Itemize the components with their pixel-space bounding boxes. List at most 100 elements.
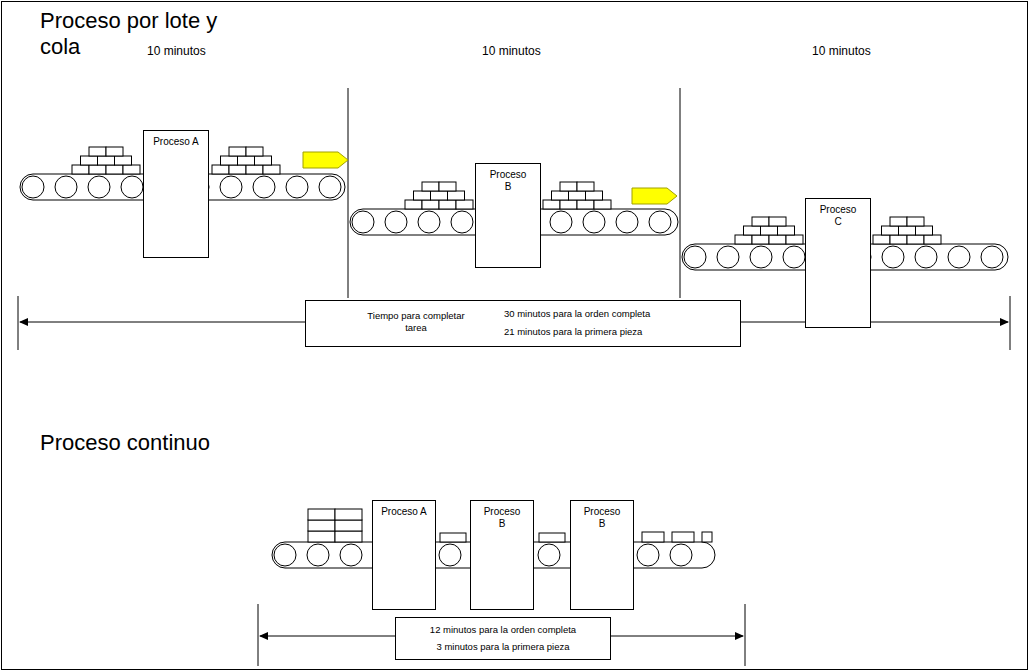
conveyor-roller: [538, 544, 560, 566]
process-box: Proceso B: [475, 163, 541, 268]
part-brick: [907, 217, 924, 226]
time-column: 30 minutos para la orden completa21 minu…: [504, 301, 650, 338]
part-brick: [422, 182, 439, 191]
part-brick: [255, 156, 272, 165]
part-brick: [761, 226, 778, 235]
part-brick: [89, 147, 106, 156]
part-brick: [752, 235, 769, 244]
process-box: Proceso A: [372, 500, 436, 610]
part-brick: [560, 182, 577, 191]
process-box: Proceso A: [143, 130, 209, 258]
part-brick: [246, 147, 263, 156]
part-brick: [769, 235, 786, 244]
conveyor-roller: [418, 211, 440, 233]
flow-arrow: [632, 188, 677, 204]
process-box: Proceso B: [470, 500, 534, 610]
process-box: Proceso B: [570, 500, 634, 610]
part-brick: [106, 147, 123, 156]
process-name: Proceso B: [579, 506, 625, 530]
conveyor-roller: [307, 544, 329, 566]
flow-arrow: [303, 152, 348, 168]
part-brick: [890, 217, 907, 226]
stage-duration: 10 minutos: [812, 44, 871, 58]
process-box: Proceso C: [805, 198, 871, 328]
conveyor-roller: [981, 246, 1003, 268]
stage-separator: [680, 88, 681, 298]
dimension-tick: [745, 604, 746, 666]
part-brick: [539, 533, 565, 542]
part-brick: [890, 235, 907, 244]
part-brick: [221, 156, 238, 165]
part-brick: [106, 165, 123, 174]
part-brick: [335, 509, 362, 520]
part-brick: [924, 235, 941, 244]
part-brick: [335, 531, 362, 542]
process-name: Proceso A: [381, 506, 427, 518]
part-brick: [405, 200, 422, 209]
part-brick: [882, 226, 899, 235]
part-brick: [907, 235, 924, 244]
part-brick: [569, 191, 586, 200]
conveyor-roller: [684, 246, 706, 268]
part-brick: [543, 200, 560, 209]
part-brick: [577, 182, 594, 191]
conveyor-roller: [882, 246, 904, 268]
conveyor-roller: [319, 176, 341, 198]
part-brick: [308, 509, 335, 520]
dimension-arrowhead: [259, 632, 268, 640]
part-brick: [786, 235, 803, 244]
part-brick: [440, 533, 466, 542]
conveyor-roller: [616, 211, 638, 233]
conveyor-roller: [352, 211, 374, 233]
part-brick: [448, 191, 465, 200]
part-brick: [916, 226, 933, 235]
part-brick: [594, 200, 611, 209]
part-brick: [702, 532, 712, 542]
time-value: 12 minutos para la orden completa: [430, 624, 576, 636]
time-box: 12 minutos para la orden completa3 minut…: [395, 617, 611, 660]
stage-separator: [348, 88, 349, 298]
time-caption: Tiempo para completar tarea: [364, 301, 468, 334]
part-brick: [72, 165, 89, 174]
dimension-arrowhead: [735, 632, 744, 640]
part-brick: [246, 165, 263, 174]
conveyor-roller: [948, 246, 970, 268]
process-name: Proceso B: [479, 506, 525, 530]
part-brick: [414, 191, 431, 200]
part-brick: [439, 200, 456, 209]
conveyor-roller: [583, 211, 605, 233]
stage-duration: 10 minutos: [482, 44, 541, 58]
part-brick: [744, 226, 761, 235]
conveyor-roller: [915, 246, 937, 268]
process-name: Proceso B: [485, 169, 531, 193]
conveyor-roller: [121, 176, 143, 198]
part-brick: [123, 165, 140, 174]
part-brick: [642, 532, 664, 542]
part-brick: [778, 226, 795, 235]
conveyor-roller: [88, 176, 110, 198]
section-heading: Proceso continuo: [40, 430, 340, 456]
part-brick: [431, 191, 448, 200]
part-brick: [81, 156, 98, 165]
conveyor-roller: [717, 246, 739, 268]
part-brick: [238, 156, 255, 165]
time-box: Tiempo para completar tarea 30 minutos pa…: [305, 300, 741, 347]
part-brick: [439, 182, 456, 191]
conveyor-roller: [637, 544, 659, 566]
conveyor-roller: [274, 544, 296, 566]
process-name: Proceso C: [815, 204, 861, 228]
part-brick: [899, 226, 916, 235]
conveyor-roller: [649, 211, 671, 233]
conveyor-roller: [783, 246, 805, 268]
part-brick: [212, 165, 229, 174]
conveyor-roller: [670, 544, 692, 566]
part-brick: [98, 156, 115, 165]
part-brick: [422, 200, 439, 209]
dimension-tick: [1010, 296, 1011, 350]
part-brick: [552, 191, 569, 200]
part-brick: [229, 147, 246, 156]
dimension-tick: [18, 296, 19, 350]
conveyor-roller: [340, 544, 362, 566]
part-brick: [229, 165, 246, 174]
